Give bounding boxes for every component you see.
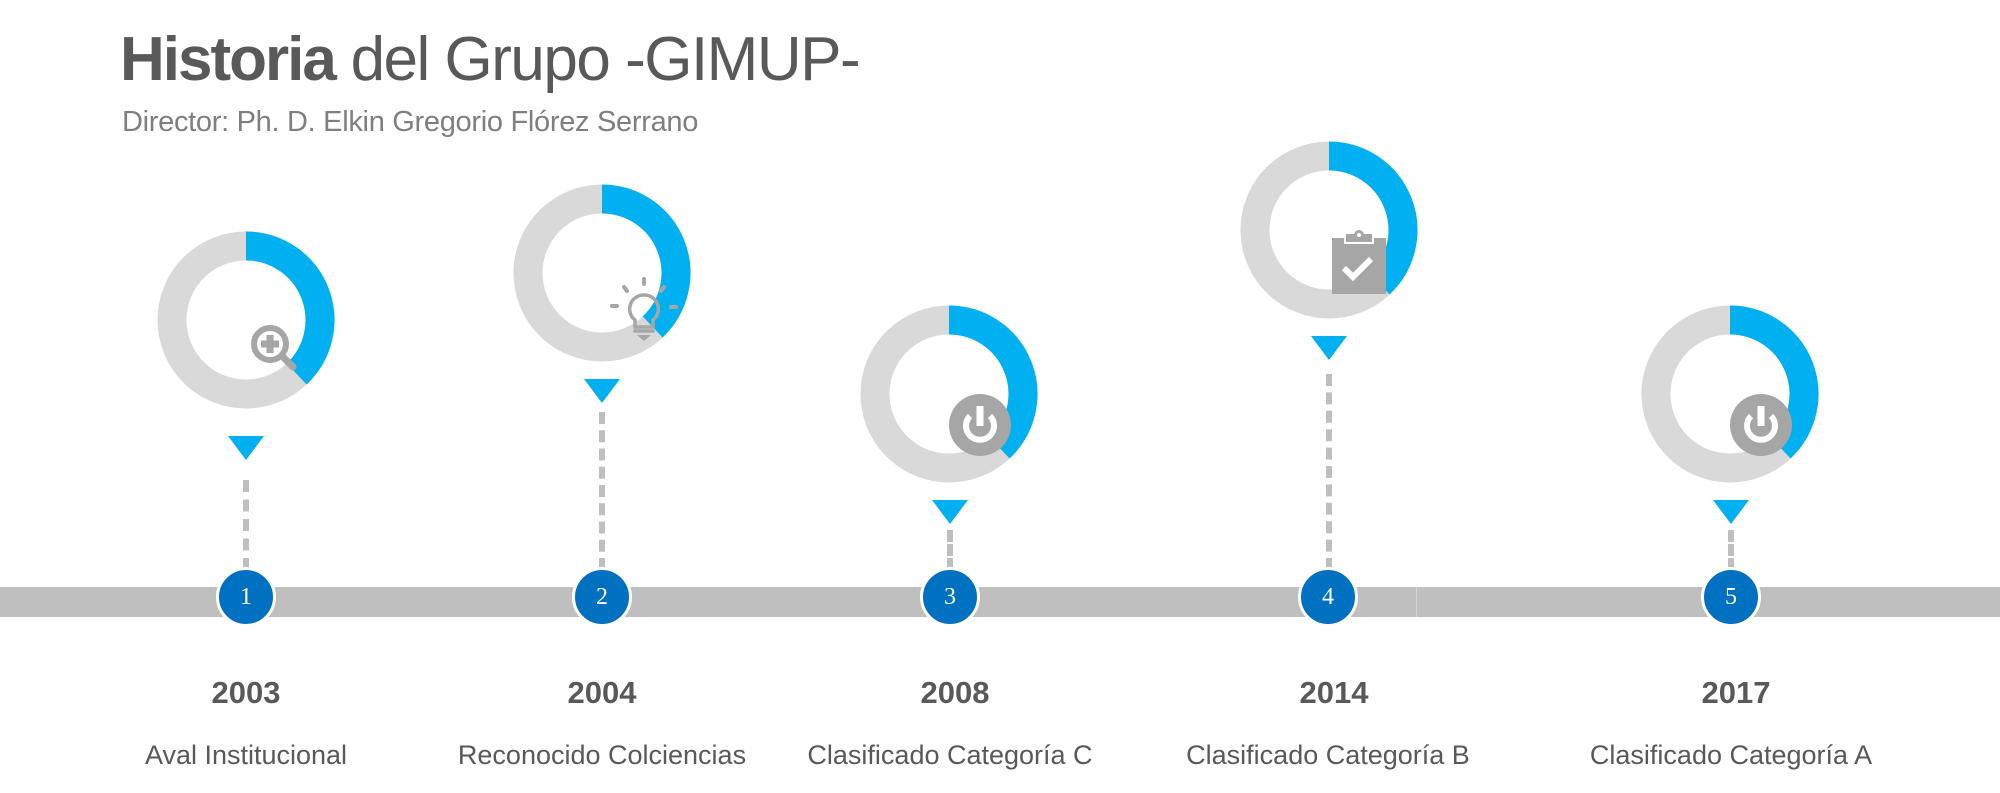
dashed-connector <box>1326 374 1332 570</box>
milestone-label: Clasificado Categoría B <box>1186 740 1470 770</box>
progress-donut <box>1240 141 1418 319</box>
donut-ring <box>513 184 691 362</box>
milestone-number: 2 <box>572 567 632 627</box>
pointer-triangle <box>228 436 264 460</box>
milestone-year: 2008 <box>920 675 990 710</box>
milestone-year: 2014 <box>1299 675 1369 710</box>
milestone-label: Aval Institucional <box>144 740 348 770</box>
progress-donut <box>860 305 1038 483</box>
progress-donut <box>513 184 691 362</box>
milestone-number: 4 <box>1298 567 1358 627</box>
donut-progress-arc <box>1729 305 1819 459</box>
milestone-number: 5 <box>1701 567 1761 627</box>
pointer-triangle <box>1311 336 1347 360</box>
milestone-label: Clasificado Categoría A <box>1589 740 1873 770</box>
donut-ring <box>860 305 1038 483</box>
donut-ring <box>157 231 335 409</box>
milestone-label: Reconocido Colciencias <box>457 740 747 770</box>
dashed-connector <box>599 412 605 570</box>
donut-ring <box>1240 141 1418 319</box>
title-rest: del Grupo -GIMUP- <box>334 25 861 94</box>
milestone-year: 2004 <box>567 675 637 710</box>
pointer-triangle <box>932 500 968 524</box>
donut-progress-arc <box>948 305 1038 459</box>
donut-progress-arc <box>1328 141 1418 295</box>
donut-progress-arc <box>601 184 691 338</box>
milestone-number: 3 <box>920 567 980 627</box>
donut-progress-arc <box>245 231 335 385</box>
dashed-connector <box>1728 530 1734 570</box>
milestone-label: Clasificado Categoría C <box>807 740 1093 770</box>
pointer-triangle <box>1713 500 1749 524</box>
title-bold: Historia <box>120 25 337 94</box>
timeline-bar <box>0 587 2000 617</box>
dashed-connector <box>243 480 249 570</box>
timeline-bar-seam <box>1416 587 1417 617</box>
progress-donut <box>157 231 335 409</box>
milestone-year: 2003 <box>211 675 281 710</box>
pointer-triangle <box>584 379 620 403</box>
progress-donut <box>1641 305 1819 483</box>
donut-ring <box>1641 305 1819 483</box>
milestone-number: 1 <box>216 567 276 627</box>
page-subtitle: Director: Ph. D. Elkin Gregorio Flórez S… <box>122 106 699 138</box>
dashed-connector <box>947 530 953 570</box>
page-title: Historia del Grupo -GIMUP- <box>120 22 861 98</box>
milestone-year: 2017 <box>1701 675 1771 710</box>
